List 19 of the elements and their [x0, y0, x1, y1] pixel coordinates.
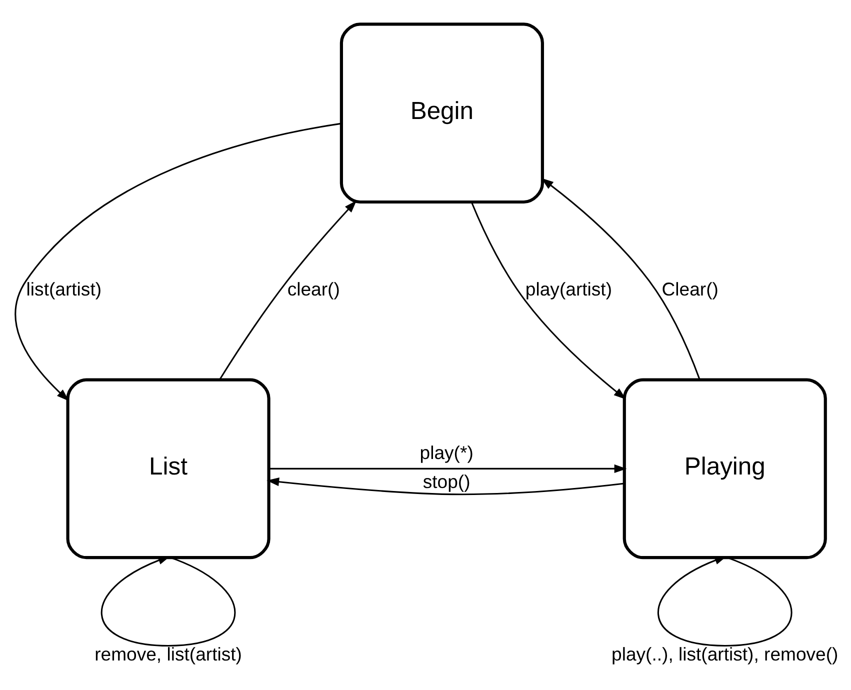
arrow [269, 464, 627, 474]
arrow [658, 556, 792, 646]
node-box: List [66, 378, 270, 560]
edge-label: play(..), list(artist), remove() [612, 644, 838, 665]
edge-label: play(*) [420, 442, 474, 463]
edge-label: play(artist) [525, 278, 612, 300]
arrow [541, 178, 700, 380]
edge-label: list(artist) [26, 278, 102, 300]
arrow [470, 202, 626, 400]
arrow [219, 200, 357, 380]
edge-label: clear() [287, 278, 340, 300]
node-box: Begin [340, 22, 544, 204]
edge-label: Clear() [662, 278, 718, 300]
arrow [101, 556, 236, 646]
arrow [14, 122, 342, 402]
node-box: Playing [622, 378, 827, 560]
edge-label: remove, list(artist) [94, 644, 242, 665]
edge-label: stop() [422, 471, 470, 492]
arrow [266, 478, 624, 496]
